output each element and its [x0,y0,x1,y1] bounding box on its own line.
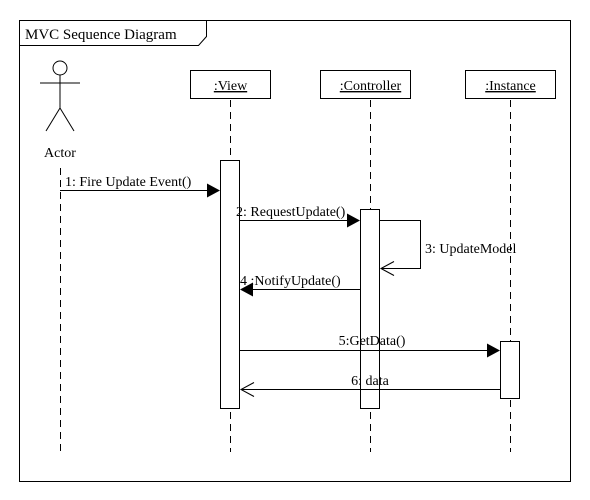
frame-title: MVC Sequence Diagram [25,27,177,43]
message-1: 1: Fire Update Event() [60,175,220,198]
message-1-label: 1: Fire Update Event() [65,175,192,190]
instance-activation-bar [500,341,520,399]
actor-label: Actor [44,146,76,161]
actor-head [52,60,68,76]
instance-object-box [465,70,556,99]
message-3: 3: UpdateModel [379,220,516,276]
message-5: 5:GetData() [240,334,500,358]
message-6-label: 6: data [351,374,389,389]
message-4-arrowhead [240,282,253,297]
lifeline-instance: :Instance [465,70,556,99]
message-2: 2: RequestUpdate() [236,205,360,228]
view-object-box [190,70,271,99]
frame-title-tab [19,20,207,46]
message-3-label: 3: UpdateModel [425,242,516,257]
message-2-label: 2: RequestUpdate() [236,205,346,220]
actor-left-leg [45,107,61,132]
diagram-frame [19,20,571,482]
message-3-arrowhead [379,261,395,276]
view-activation-bar [220,160,240,409]
view-object-label: :View [214,79,248,94]
message-6-arrowhead [239,382,255,397]
instance-object-label: :Instance [485,79,536,94]
message-4: 4 :NotifyUpdate() [240,274,360,297]
controller-object-box [320,70,411,99]
message-2-arrowhead [347,213,360,228]
lifeline-controller: :Controller [320,70,411,99]
lifeline-view: :View [190,70,271,99]
message-1-arrowhead [207,183,220,198]
message-5-arrowhead [487,343,500,358]
message-6: 6: data [239,374,500,397]
message-5-label: 5:GetData() [339,334,406,349]
controller-object-label: :Controller [340,79,402,94]
message-3-line [380,220,421,269]
actor-right-leg [59,107,75,132]
message-4-label: 4 :NotifyUpdate() [240,274,341,289]
actor-figure [40,60,80,132]
controller-activation-bar [360,209,380,409]
